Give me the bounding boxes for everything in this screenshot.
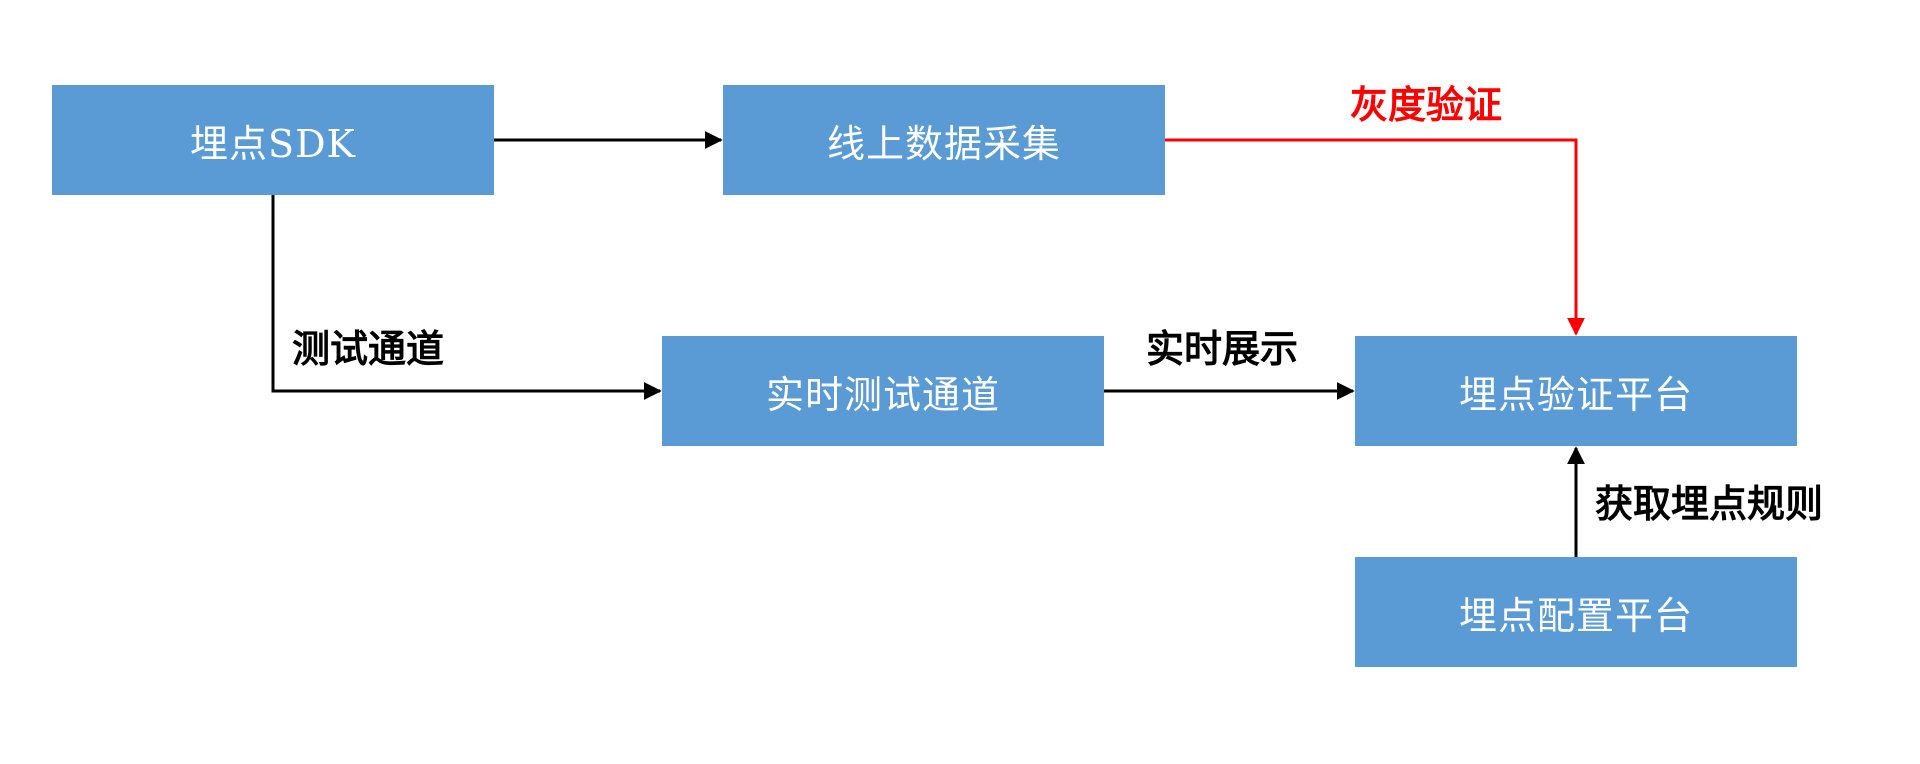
edge-label-realtime-display: 实时展示 [1146, 327, 1299, 371]
node-config-platform: 埋点配置平台 [1355, 557, 1797, 667]
node-config-platform-label: 埋点配置平台 [1458, 593, 1693, 638]
edge-label-test-channel: 测试通道 [292, 327, 445, 371]
node-realtime-test-channel: 实时测试通道 [662, 336, 1104, 446]
node-verify-platform: 埋点验证平台 [1355, 336, 1797, 446]
edge-label-gray-verification: 灰度验证 [1350, 83, 1503, 127]
node-realtime-test-channel-label: 实时测试通道 [765, 372, 1000, 417]
node-sdk-label: 埋点SDK [190, 121, 356, 166]
node-online-collection-label: 线上数据采集 [826, 121, 1061, 166]
node-verify-platform-label: 埋点验证平台 [1458, 372, 1693, 417]
arrow-sdk-to-realtime [271, 195, 662, 400]
arrow-online-to-verify [1165, 138, 1585, 336]
node-sdk: 埋点SDK [52, 85, 494, 195]
node-online-collection: 线上数据采集 [723, 85, 1165, 195]
edge-label-fetch-rules: 获取埋点规则 [1595, 482, 1824, 526]
